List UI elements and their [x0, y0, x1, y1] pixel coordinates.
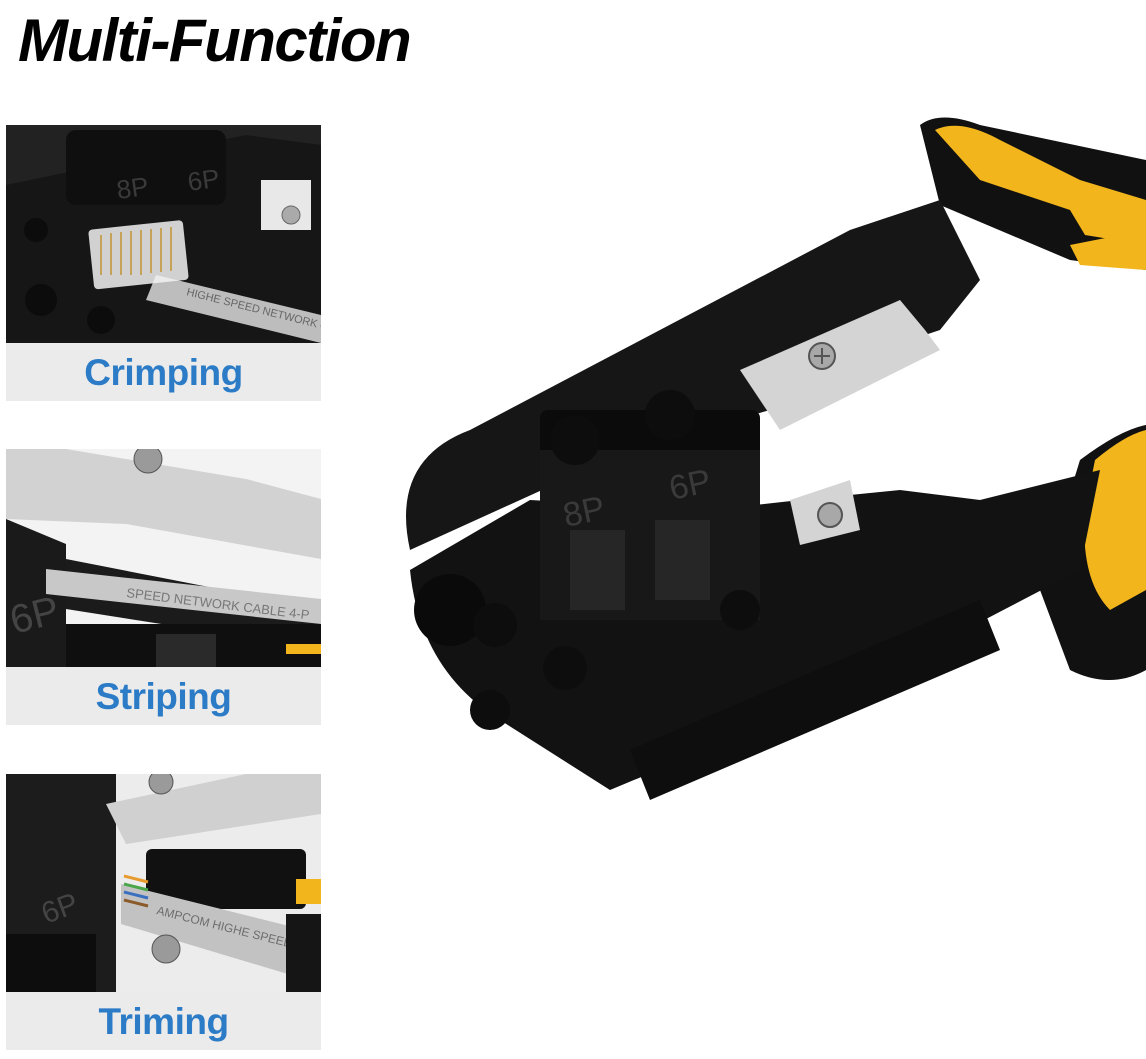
crimping-label: Crimping: [6, 343, 321, 401]
jaw-mark-8p: 8P: [560, 489, 609, 535]
jaw-mark-6p: 6P: [186, 163, 222, 197]
function-card-trimming: 6P AMPCOM HIGHE SPEED NETWO Triming: [6, 774, 321, 1050]
crimping-photo: 8P 6P HIGHE SPEED NETWORK CABLE: [6, 125, 321, 343]
crimping-label-text: Crimping: [84, 351, 243, 393]
trimming-photo: 6P AMPCOM HIGHE SPEED NETWO: [6, 774, 321, 992]
trimming-label-text: Triming: [98, 1000, 229, 1042]
jaw-mark-6p: 6P: [666, 462, 715, 508]
function-card-crimping: 8P 6P HIGHE SPEED NETWORK CABLE Crimpi: [6, 125, 321, 401]
striping-label-text: Striping: [95, 675, 232, 717]
page-title: Multi-Function: [18, 7, 412, 74]
striping-photo: 6P SPEED NETWORK CABLE 4-P: [6, 449, 321, 667]
striping-label: Striping: [6, 667, 321, 725]
function-card-striping: 6P SPEED NETWORK CABLE 4-P Striping: [6, 449, 321, 725]
trimming-label: Triming: [6, 992, 321, 1050]
crimping-tool-photo: 8P 6P: [380, 30, 1146, 835]
jaw-mark-8p: 8P: [115, 171, 151, 205]
